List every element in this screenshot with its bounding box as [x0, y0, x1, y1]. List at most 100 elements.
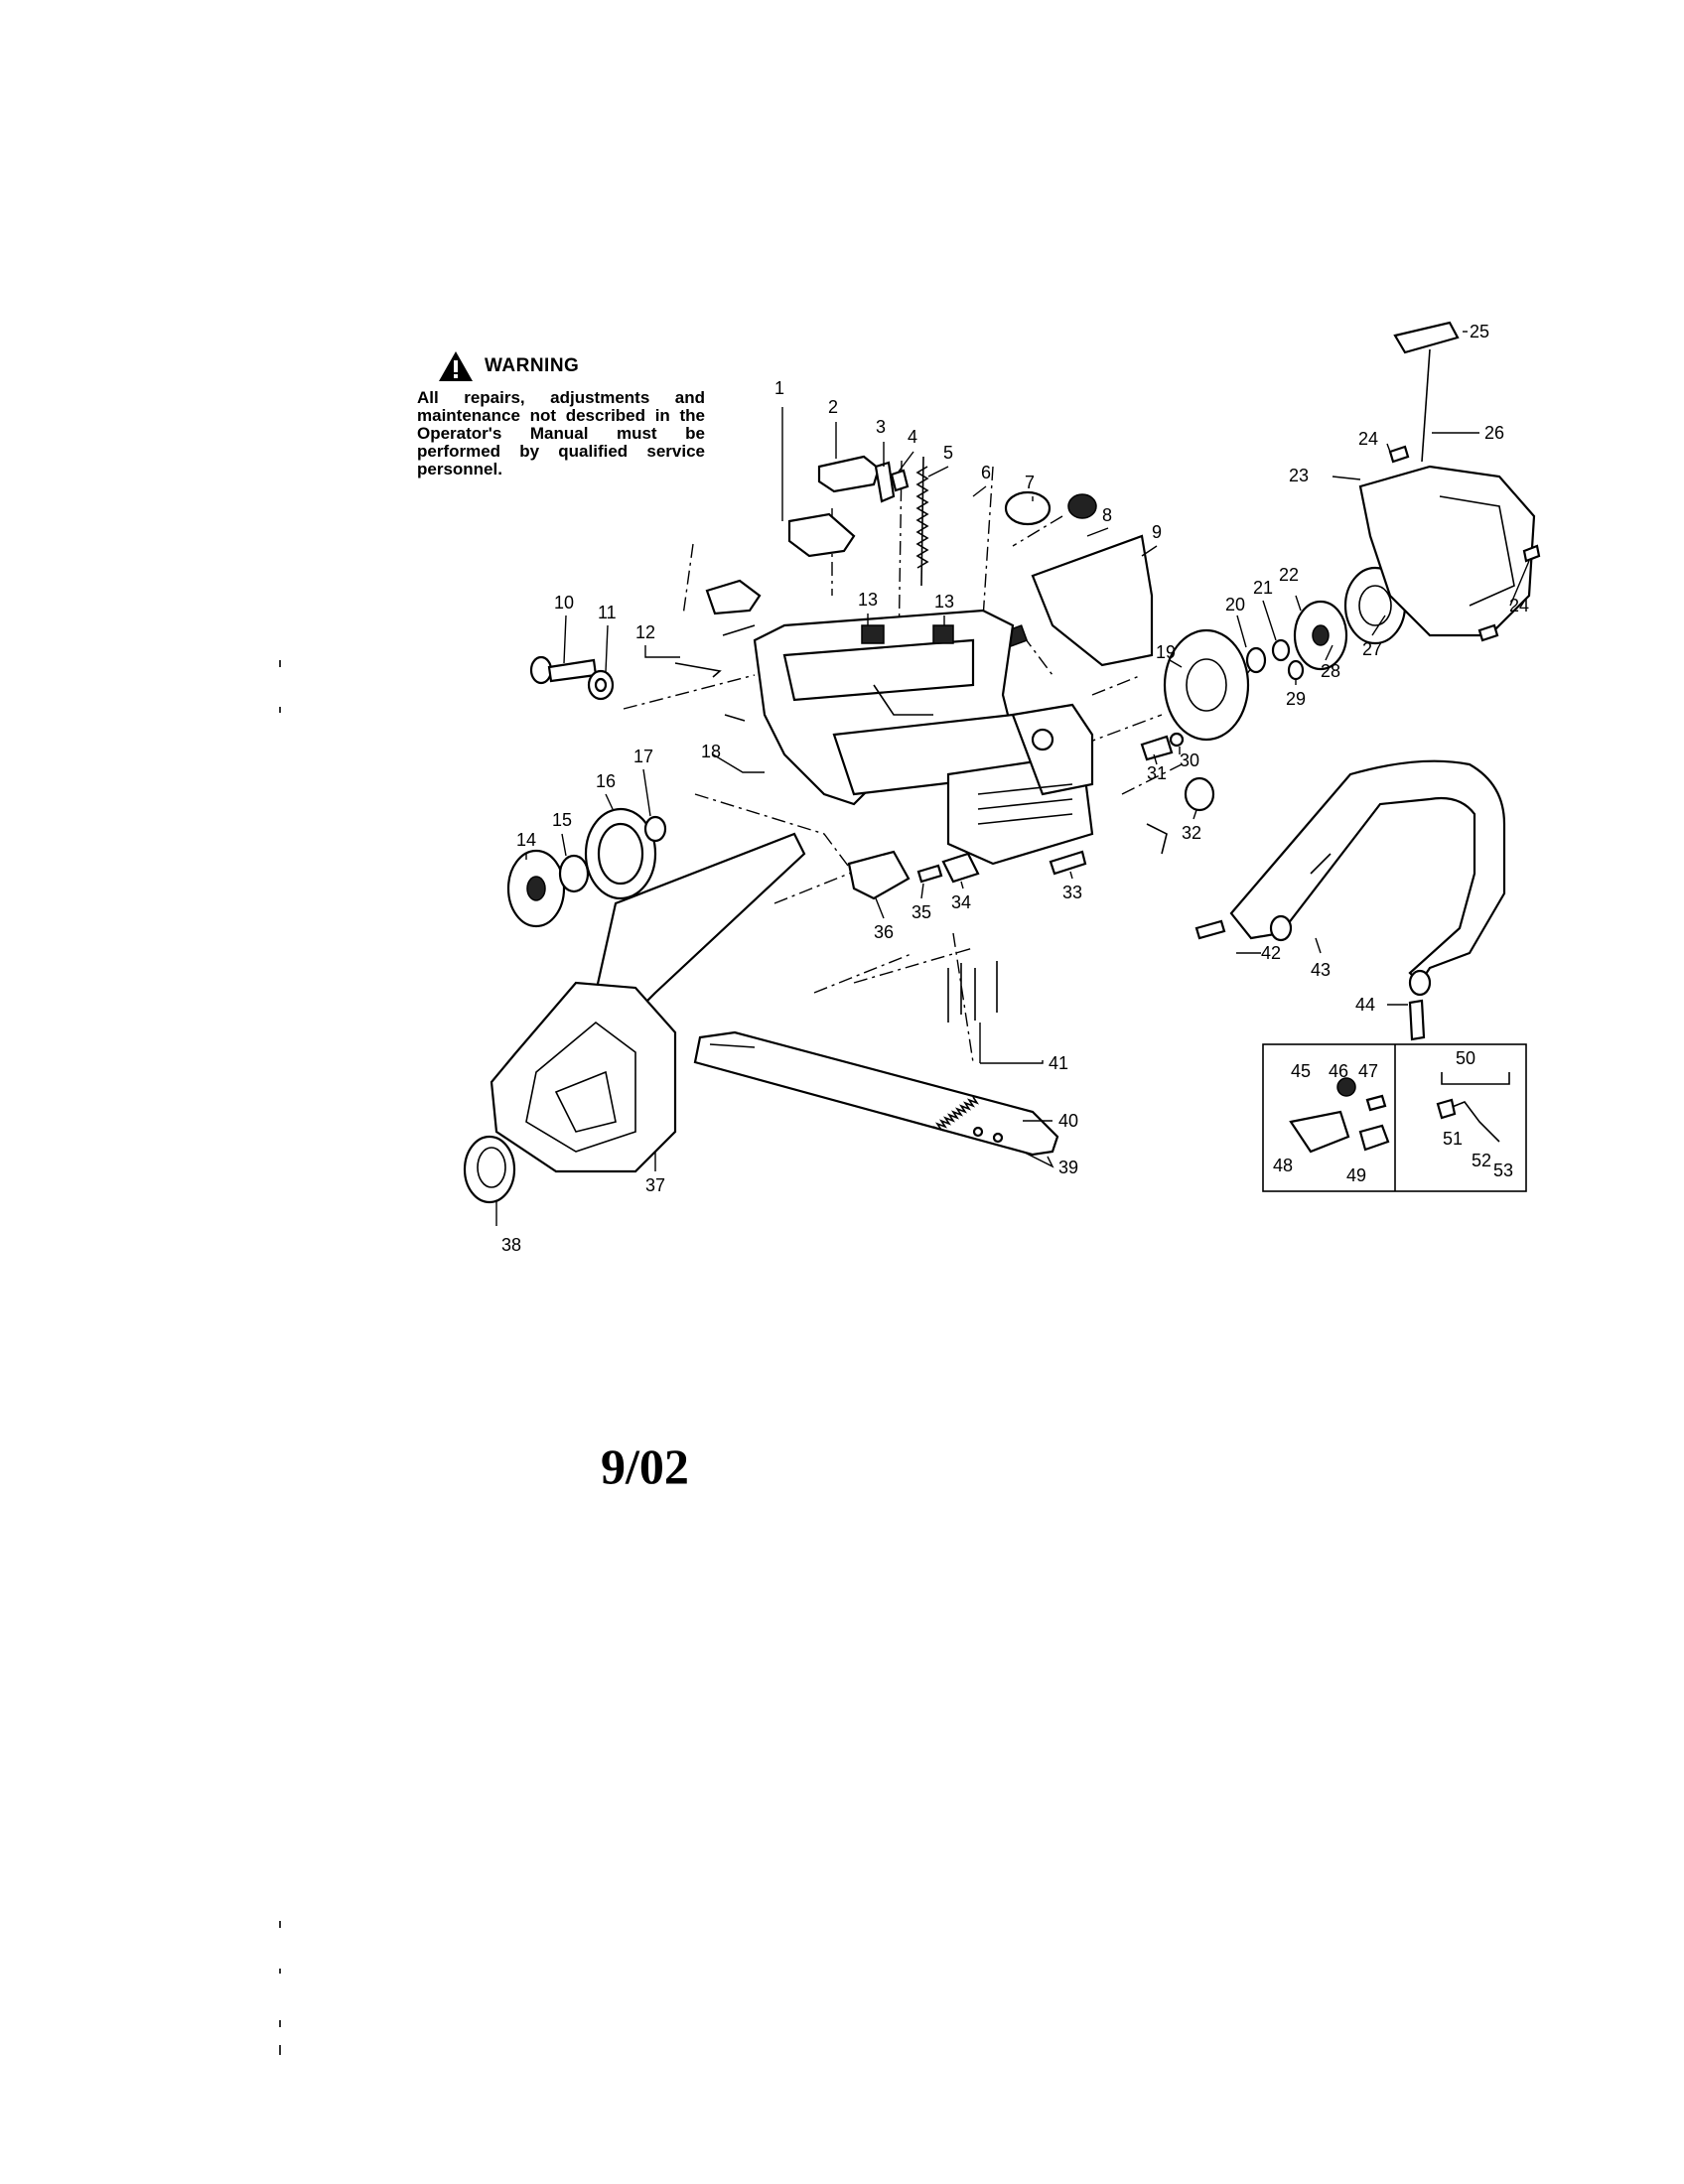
callout-4: 4: [908, 427, 917, 447]
callout-40: 40: [1058, 1111, 1078, 1131]
callout-18: 18: [701, 742, 721, 761]
part-17-washer: [643, 815, 667, 843]
leader-lines: [495, 331, 1530, 1226]
part-34-brake: [941, 852, 980, 884]
warning-block: WARNING All repairs, adjustments and mai…: [417, 349, 705, 478]
part-10-bolt: [529, 655, 598, 685]
callout-35: 35: [912, 902, 931, 922]
part-31-plug: [1140, 735, 1174, 761]
callout-45: 45: [1291, 1061, 1311, 1081]
part-12-wire: [674, 662, 722, 678]
callout-11: 11: [598, 603, 617, 622]
callout-9: 9: [1152, 522, 1162, 542]
callout-12: 12: [635, 622, 655, 642]
callout-32: 32: [1182, 823, 1201, 843]
callout-16: 16: [596, 771, 616, 791]
part-5-spring: [915, 456, 929, 587]
part-36-plate: [847, 850, 911, 900]
part-23-starter-housing: [1358, 465, 1536, 637]
part-3-latch: [874, 461, 896, 503]
callout-51: 51: [1443, 1129, 1463, 1149]
callout-39: 39: [1058, 1158, 1078, 1177]
callout-19: 19: [1156, 642, 1176, 662]
callout-30: 30: [1180, 751, 1199, 770]
part-21-nut: [1271, 638, 1291, 662]
callout-15: 15: [552, 810, 572, 830]
callout-7: 7: [1025, 473, 1035, 492]
callout-6: 6: [981, 463, 991, 482]
callout-52: 52: [1472, 1151, 1491, 1170]
callout-24a: 24: [1358, 429, 1378, 449]
part-19-flywheel: [1163, 628, 1250, 742]
callout-28: 28: [1321, 661, 1340, 681]
callout-50: 50: [1456, 1048, 1475, 1068]
callout-53: 53: [1493, 1160, 1513, 1180]
revision-date: 9/02: [601, 1438, 689, 1494]
callout-46: 46: [1329, 1061, 1348, 1081]
part-25-handle: [1393, 321, 1460, 463]
callout-36: 36: [874, 922, 894, 942]
callout-34: 34: [951, 892, 971, 912]
callout-29: 29: [1286, 689, 1306, 709]
callout-42: 42: [1261, 943, 1281, 963]
callout-24b: 24: [1509, 596, 1529, 615]
part-4-screw: [890, 469, 910, 492]
callout-1: 1: [774, 378, 784, 398]
callout-5: 5: [943, 443, 953, 463]
callout-3: 3: [876, 417, 886, 437]
detail-inset-box: [1262, 1043, 1527, 1192]
part-9-plate: [1031, 534, 1154, 667]
part-11-spacer: [587, 669, 615, 701]
part-44-bolt: [1408, 999, 1426, 1041]
warning-text: All repairs, adjustments and maintenance…: [417, 388, 705, 478]
part-15-washer: [558, 854, 590, 893]
callout-21: 21: [1253, 578, 1273, 598]
part-2-bracket: [817, 455, 881, 493]
callout-47: 47: [1358, 1061, 1378, 1081]
callout-14: 14: [516, 830, 536, 850]
part-1-handle-cover: [705, 512, 856, 636]
callout-17: 17: [633, 747, 653, 766]
callout-2: 2: [828, 397, 838, 417]
callout-38: 38: [501, 1235, 521, 1255]
part-41-bolts: [947, 961, 998, 1023]
callout-37: 37: [645, 1175, 665, 1195]
part-14-clutch: [506, 849, 566, 928]
callout-41: 41: [1049, 1053, 1068, 1073]
main-housing: [753, 609, 1094, 866]
part-16-drum: [584, 807, 657, 900]
warning-triangle-icon: [439, 351, 473, 381]
part-40-chain: [932, 1096, 980, 1132]
callout-49: 49: [1346, 1165, 1366, 1185]
callout-48: 48: [1273, 1156, 1293, 1175]
part-30-boot: [1169, 732, 1185, 748]
callout-13a: 13: [858, 590, 878, 610]
callout-20: 20: [1225, 595, 1245, 614]
part-32-oil-cap: [1184, 776, 1215, 812]
warning-title: WARNING: [485, 355, 580, 376]
callout-26: 26: [1484, 423, 1504, 443]
callout-44: 44: [1355, 995, 1375, 1015]
part-24-screws: [1388, 445, 1541, 642]
callout-13b: 13: [934, 592, 954, 612]
warning-header: WARNING: [437, 349, 705, 383]
callout-31: 31: [1147, 763, 1167, 783]
callout-8: 8: [1102, 505, 1112, 525]
callout-43: 43: [1311, 960, 1331, 980]
part-39-guide-bar: [693, 1030, 1059, 1157]
part-20-washer: [1245, 646, 1267, 674]
part-37-side-cover: [490, 832, 806, 1173]
callout-25: 25: [1470, 322, 1489, 341]
part-7-cap: [1004, 490, 1097, 526]
callout-27: 27: [1362, 639, 1382, 659]
part-22-pawl: [1293, 600, 1348, 671]
part-38-knob: [463, 1135, 516, 1204]
part-33-bolts: [1049, 850, 1087, 876]
callout-10: 10: [554, 593, 574, 613]
part-12-clip: [724, 714, 746, 722]
callout-33: 33: [1062, 883, 1082, 902]
callout-23: 23: [1289, 466, 1309, 485]
part-29-nut: [1287, 659, 1305, 681]
